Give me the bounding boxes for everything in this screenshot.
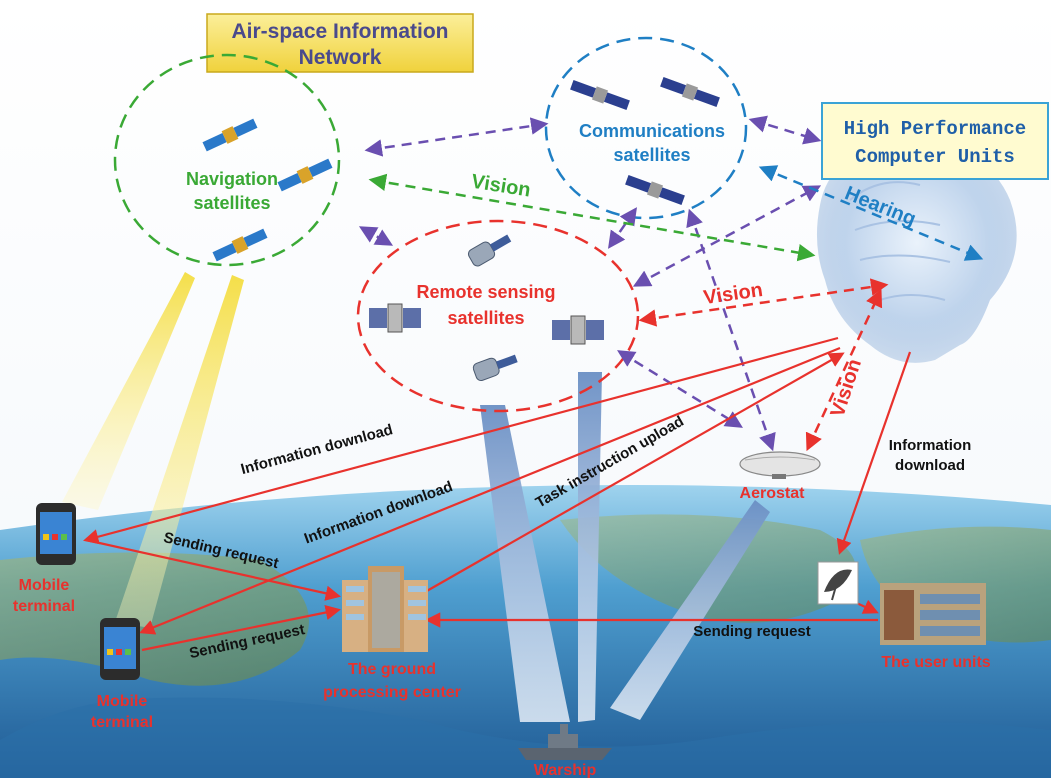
ground-center-building-icon [342, 566, 428, 652]
warship-icon [518, 724, 612, 760]
satellite-icon [660, 77, 720, 107]
remote-aerostat-link [617, 350, 743, 428]
ground-center-label-2: processing center [323, 684, 461, 701]
satellite-icon [277, 158, 333, 192]
satellite-icon [552, 315, 604, 345]
mobile-terminal-icon [100, 618, 140, 680]
sending-request-label-3: Sending request [693, 623, 811, 640]
mobile-terminal-icon [36, 503, 76, 565]
navigation-label-1: Navigation [186, 169, 278, 189]
communications-label-2: satellites [613, 145, 690, 165]
hpc-line-2: Computer Units [855, 146, 1015, 168]
info-download-label-3a: Information [889, 437, 972, 454]
hpc-box: High Performance Computer Units [821, 102, 1049, 180]
warship-label: Warship [534, 762, 597, 778]
info-download-label-3b: download [895, 457, 965, 474]
communications-label-1: Communications [579, 121, 725, 141]
sending-request-mobile2-arrow [141, 604, 342, 652]
info-download-mobile2-arrow [139, 346, 841, 635]
title-line-1: Air-space Information [231, 20, 448, 43]
title-box: Air-space Information Network [206, 13, 474, 73]
comm-hpc-link [748, 115, 822, 145]
nav-comm-link [364, 117, 549, 157]
mobile-terminal-1-label-1: Mobile [19, 577, 70, 594]
mobile-terminal-2-label-2: terminal [91, 714, 153, 731]
mobile-terminal-1-label-2: terminal [13, 598, 75, 615]
satellite-icon [369, 303, 421, 333]
info-download-mobile1-arrow [83, 336, 839, 545]
info-download-user-arrow [836, 351, 912, 555]
navigation-label-2: satellites [193, 193, 270, 213]
aerostat-brain-vision-link [805, 288, 883, 452]
remote-sensing-label-2: satellites [447, 308, 524, 328]
sending-request-mobile1-arrow [85, 538, 342, 601]
hpc-line-1: High Performance [844, 118, 1026, 140]
satellite-icon [202, 118, 258, 152]
dashed-links [358, 115, 984, 452]
user-units-label: The user units [881, 654, 990, 671]
satellite-icon [212, 228, 268, 262]
task-upload-arrow [389, 352, 845, 613]
satellite-icon [570, 80, 630, 110]
ground-center-label-1: The ground [348, 661, 436, 678]
title-line-2: Network [299, 46, 382, 69]
mobile-terminal-2-label-1: Mobile [97, 693, 148, 710]
satellite-dish-icon [817, 561, 859, 605]
comm-brain-hearing-link [758, 165, 984, 261]
aerostat-icon [739, 451, 821, 479]
navigation-group-ellipse [113, 53, 341, 267]
navigation-beams [62, 272, 244, 628]
solid-links [83, 336, 912, 652]
nav-brain-vision-link [368, 173, 816, 262]
remote-sensing-label-1: Remote sensing [416, 282, 555, 302]
user-units-building-icon [880, 583, 986, 645]
aerostat-label: Aerostat [740, 485, 806, 502]
satellite-icon [472, 354, 518, 382]
